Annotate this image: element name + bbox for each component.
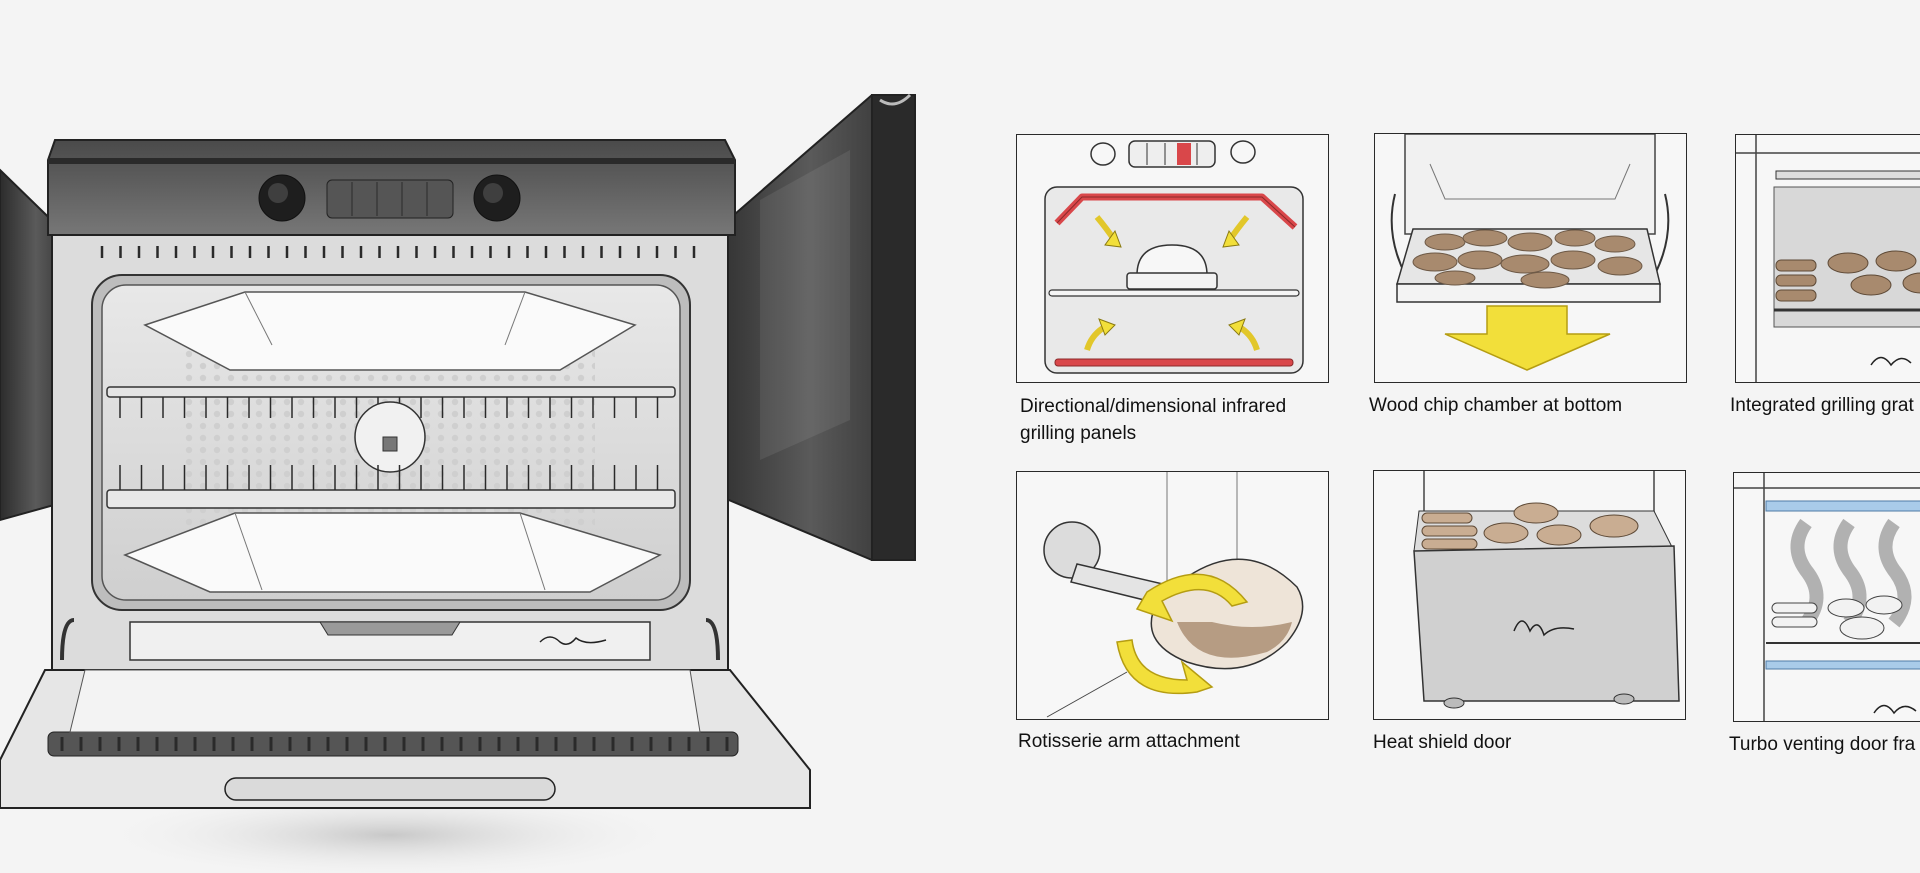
caption-rotisserie: Rotisserie arm attachment [1018, 731, 1240, 752]
foot [1443, 697, 1465, 709]
drip-tray-notch [319, 621, 461, 636]
grilled-food [1421, 502, 1639, 550]
lower-rack [106, 489, 676, 509]
bottom-vent-bar [1765, 660, 1920, 670]
control-panel-trim [48, 158, 735, 164]
panel-turbo [1733, 472, 1920, 722]
pull-out-arrow [1444, 305, 1611, 371]
caption-heatshield: Heat shield door [1373, 732, 1512, 753]
grilled-food [1775, 250, 1920, 302]
panel-infrared [1016, 134, 1329, 383]
front-door-panel [69, 669, 701, 733]
side-hinge-icon [1390, 193, 1406, 275]
food-icon [1136, 244, 1208, 276]
left-knob-highlight [268, 183, 288, 203]
heat-arrow-head [1098, 318, 1116, 336]
tray-icon [1126, 272, 1218, 290]
grate-drawing [1736, 135, 1920, 382]
signature-mark [1873, 704, 1917, 715]
woodchip-drawing [1390, 134, 1670, 371]
reflector-fold [519, 512, 546, 591]
panel-woodchip [1374, 133, 1687, 383]
turbo-drawing [1734, 473, 1920, 721]
heat-arrow-icon [1084, 325, 1105, 351]
panel-rotisserie [1016, 471, 1329, 720]
reflector-fold [244, 291, 273, 346]
lower-rack-bars [119, 465, 659, 490]
right-leg [705, 618, 720, 661]
display-icon [1128, 140, 1216, 168]
caption-grate: Integrated grilling grat [1730, 395, 1914, 416]
floor-line [1046, 671, 1128, 718]
wood-chip-tray-front [1396, 283, 1661, 303]
front-vent-strip [47, 731, 739, 757]
panel-heatshield [1373, 470, 1686, 720]
interior-lines [1429, 163, 1631, 200]
heat-shield-door [1413, 545, 1680, 702]
top-vent-slots [100, 246, 696, 258]
signature-mark [1513, 620, 1575, 637]
caption-turbo: Turbo venting door fra [1729, 734, 1916, 755]
rotisserie-drawing [1043, 472, 1304, 718]
knob-icon [1090, 142, 1116, 166]
rotation-arrow-bottom [1116, 639, 1214, 695]
display-panel [326, 179, 454, 219]
right-door-lip [879, 93, 912, 106]
reflector-fold [504, 291, 526, 346]
grilled-food [1771, 595, 1903, 640]
vent-bar [1775, 170, 1920, 180]
right-knob-highlight [483, 183, 503, 203]
front-door-handle[interactable] [224, 777, 556, 801]
wood-chips [1412, 229, 1643, 289]
rotation-arrow-top [1135, 573, 1249, 623]
signature-mark [1870, 356, 1912, 367]
heat-indicator [1177, 143, 1191, 165]
heat-arrow-head [1222, 229, 1240, 248]
heat-arrow-icon [1239, 325, 1260, 351]
front-vent-slots [60, 737, 729, 751]
bottom-infrared-panel [1054, 358, 1294, 367]
right-door-glare [760, 150, 850, 460]
floor-shadow [90, 790, 690, 873]
top-reflector [143, 291, 637, 371]
heat-arrow-head [1228, 318, 1246, 336]
oven-illustration [0, 0, 940, 873]
reflector-fold [234, 512, 263, 591]
infrared-drawing [1044, 140, 1304, 374]
knob-icon [1230, 140, 1256, 164]
left-leg [60, 618, 75, 661]
smoke-swirl [1878, 518, 1912, 628]
upper-rack [106, 386, 676, 398]
heatshield-drawing [1413, 471, 1680, 709]
oven-drawing [0, 93, 916, 873]
foot [1613, 693, 1635, 705]
panel-grate [1735, 134, 1920, 383]
caption-infrared: Directional/dimensional infrared grillin… [1020, 396, 1287, 444]
rack-icon [1048, 289, 1300, 297]
side-hinge-icon [1654, 193, 1670, 275]
top-vent-bar [1765, 500, 1920, 512]
heat-arrow-head [1104, 229, 1122, 248]
oven-interior-icon [1404, 134, 1656, 235]
chicken-browning [1177, 622, 1292, 658]
top-infrared-outline [1056, 196, 1296, 228]
brand-signature [539, 636, 607, 645]
thermostat-sensor [382, 436, 398, 452]
right-door-edge [871, 94, 916, 561]
caption-woodchip: Wood chip chamber at bottom [1369, 395, 1623, 416]
